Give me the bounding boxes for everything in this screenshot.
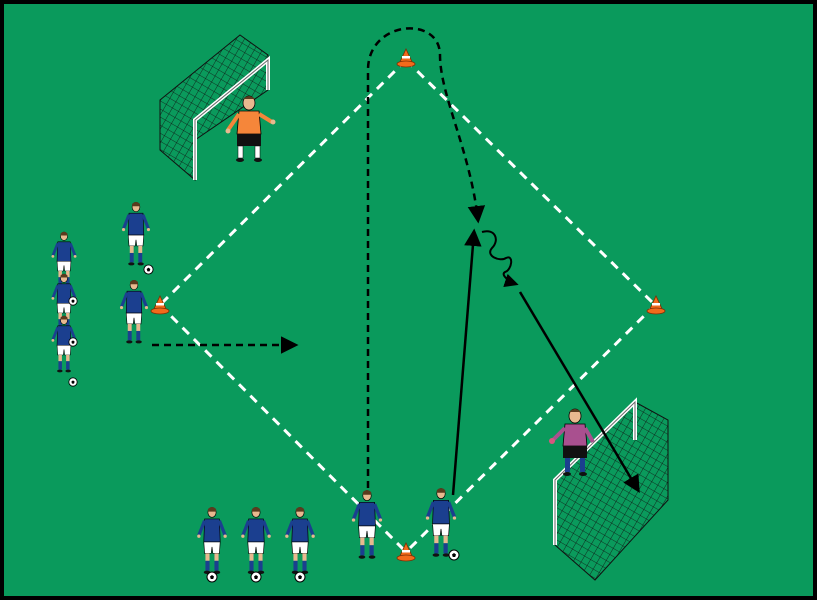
goal-bottom-right	[553, 397, 669, 581]
goal-net	[159, 34, 269, 182]
soccer-ball-icon	[68, 337, 78, 347]
soccer-ball-icon	[68, 377, 78, 387]
soccer-ball-icon	[206, 571, 218, 583]
goalkeeper-bottom	[549, 408, 595, 476]
soccer-ball-icon	[143, 264, 154, 275]
training-cone-icon	[396, 542, 416, 562]
soccer-ball-icon	[68, 296, 78, 306]
soccer-ball-icon	[250, 571, 262, 583]
shot-arrow	[518, 291, 640, 494]
training-cone-icon	[396, 48, 416, 68]
soccer-ball-icon	[294, 571, 306, 583]
soccer-ball-icon	[448, 549, 460, 561]
goalkeeper-top	[225, 95, 276, 162]
dribble-wave-arrow	[481, 230, 519, 288]
training-cone-icon	[646, 295, 666, 315]
training-cone-icon	[150, 295, 170, 315]
goal-top-left	[159, 34, 270, 182]
dribble-run-path	[366, 27, 486, 488]
through-pass-arrow	[451, 228, 482, 496]
